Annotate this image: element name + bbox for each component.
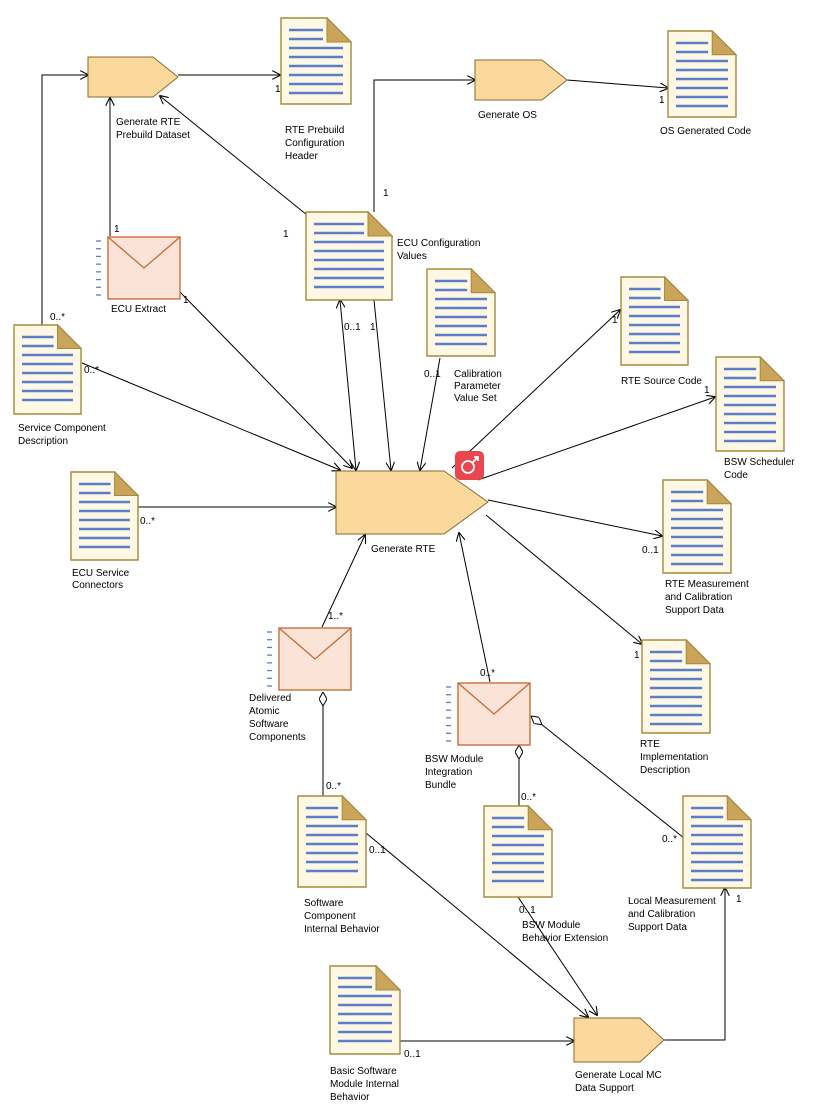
mult-local-mc-in: 0..* — [662, 834, 677, 845]
doc-bsw-scheduler-code[interactable] — [715, 355, 786, 452]
edge-bundle-to-rte — [459, 533, 491, 683]
edge-localmc-aggregation — [531, 716, 685, 839]
tasks — [87, 56, 665, 1063]
mult-swc-ib-mc: 0..1 — [369, 845, 386, 856]
edge-scd-to-prebuild — [41, 75, 88, 326]
doc-bsw-module-internal-behavior[interactable] — [329, 964, 402, 1055]
doc-swc-internal-behavior[interactable] — [297, 794, 368, 888]
edge-extract-to-rte — [179, 291, 352, 468]
mult-prebuild-header: 1 — [275, 84, 281, 95]
mult-ecuc-rte-a: 0..1 — [344, 322, 361, 333]
edge-bswext-to-localmc — [507, 881, 597, 1015]
mult-bsw-ext-mc: 0..1 — [519, 905, 536, 916]
mult-cal-rte: 0..1 — [424, 369, 441, 380]
doc-ecu-configuration-values[interactable] — [305, 210, 394, 301]
mult-bsw-bundle: 0..* — [480, 668, 495, 679]
task-generate-rte-prebuild[interactable] — [87, 56, 179, 98]
doc-rte-implementation-description[interactable] — [641, 638, 712, 734]
mult-bsw-sched: 1 — [704, 385, 710, 396]
edge-ecuc-rte-bidir — [340, 300, 356, 470]
mult-ecuc-os: 1 — [383, 188, 389, 199]
doc-service-component-description[interactable] — [13, 323, 83, 415]
doc-rte-measurement-calibration-support[interactable] — [662, 478, 733, 574]
mult-extract-rte: 1 — [183, 295, 189, 306]
edge-os-to-code — [566, 79, 668, 88]
connections — [41, 75, 725, 1041]
mult-bsw-ib: 0..1 — [404, 1049, 421, 1060]
female-male-gender-icon — [455, 451, 484, 480]
mult-scd-prebuild: 0..* — [50, 312, 65, 323]
mult-local-mc-out: 1 — [736, 894, 742, 905]
label-generate-os: Generate OS — [478, 110, 537, 121]
envelope-ecu-extract[interactable] — [96, 236, 181, 300]
task-generate-rte[interactable] — [335, 470, 489, 535]
task-generate-local-mc[interactable] — [573, 1017, 665, 1063]
edge-scd-to-rte — [81, 362, 340, 470]
edge-swcib-to-localmc — [365, 832, 588, 1017]
mult-delivered-swc: 1..* — [328, 611, 343, 622]
mult-swc-ib: 0..* — [326, 781, 341, 792]
mult-ecuc-prebuild: 1 — [283, 229, 289, 240]
edge-rte-to-sched — [477, 397, 715, 481]
edge-swc-to-rte — [321, 535, 365, 628]
label-generate-rte: Generate RTE — [371, 544, 436, 555]
edge-ecuc-to-os — [373, 80, 475, 212]
mult-bsw-ext: 0..* — [521, 792, 536, 803]
edge-rte-to-mc — [487, 499, 662, 536]
edge-localmc-to-support — [664, 888, 725, 1041]
label-ecu-extract: ECU Extract — [111, 304, 166, 315]
mult-os-code: 1 — [659, 95, 665, 106]
doc-local-measurement-calibration-support[interactable] — [682, 794, 753, 889]
doc-rte-prebuild-config-header[interactable] — [280, 16, 353, 105]
doc-bsw-module-behavior-extension[interactable] — [483, 804, 554, 898]
edge-cal-to-rte — [420, 357, 441, 470]
task-generate-os[interactable] — [474, 59, 568, 101]
mult-rte-src: 1 — [612, 315, 618, 326]
doc-calibration-parameter-value-set[interactable] — [426, 267, 497, 357]
mult-extract-prebuild: 1 — [114, 224, 120, 235]
envelope-artifacts — [96, 236, 531, 746]
edge-ecuc-to-rte — [373, 299, 391, 470]
doc-os-generated-code[interactable] — [667, 29, 738, 118]
label-rte-source-code: RTE Source Code — [621, 376, 702, 387]
doc-ecu-service-connectors[interactable] — [70, 470, 140, 561]
mult-rte-impl: 1 — [634, 650, 640, 661]
edge-rte-to-impl — [485, 514, 642, 644]
mult-ecuc-rte-b: 1 — [370, 322, 376, 333]
envelope-bsw-module-integration-bundle[interactable] — [446, 682, 531, 746]
envelope-delivered-atomic-swc[interactable] — [267, 627, 352, 691]
multiplicity-labels: 1 1 1 1 1 1 0..* 0..* 0..1 1 0..1 1 1 0.… — [50, 84, 742, 1060]
doc-rte-source-code[interactable] — [620, 275, 690, 366]
label-os-generated-code: OS Generated Code — [660, 126, 752, 137]
mult-scd-rte: 0..* — [84, 365, 99, 376]
mult-rte-mc: 0..1 — [642, 545, 659, 556]
document-artifacts — [13, 16, 786, 1055]
edge-ecuc-to-prebuild — [160, 96, 308, 216]
edge-rte-to-src — [451, 310, 620, 469]
mult-service-conn: 0..* — [140, 516, 155, 527]
